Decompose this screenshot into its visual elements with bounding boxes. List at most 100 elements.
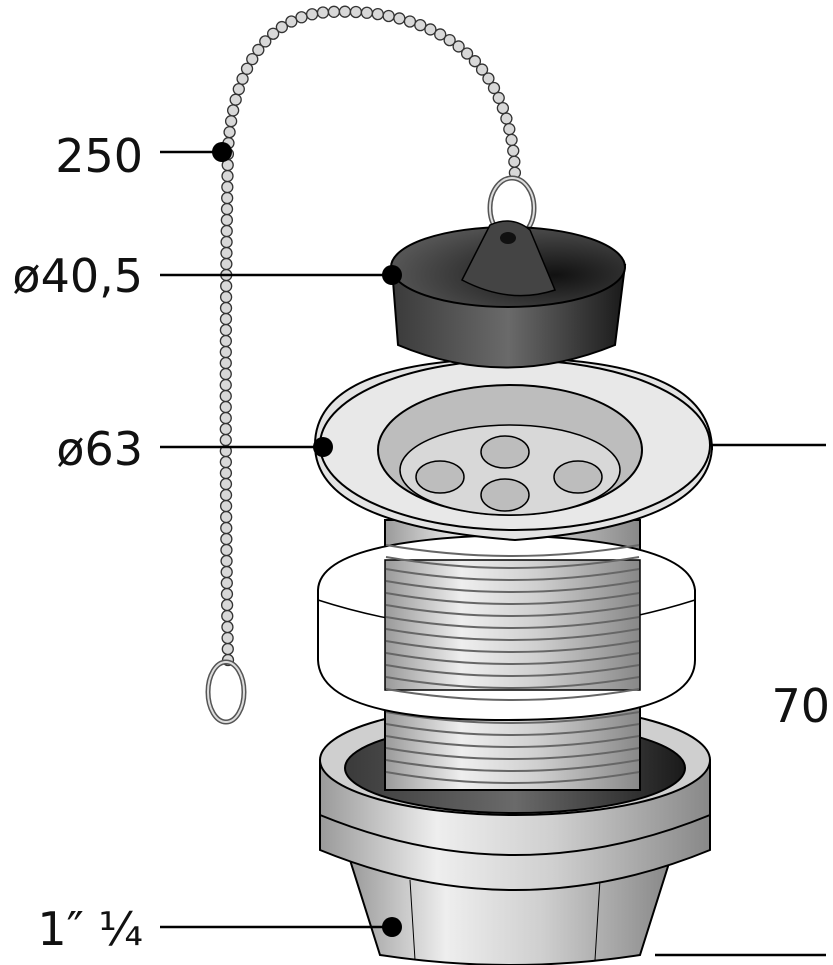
- chain-bead: [500, 112, 513, 125]
- leader-250: [160, 142, 232, 162]
- chain-bead: [338, 5, 352, 18]
- chain-bead: [316, 6, 330, 19]
- chain-bead: [220, 257, 233, 271]
- thread-line: [385, 688, 640, 701]
- chain-bead: [475, 63, 489, 76]
- chain-bead: [305, 8, 319, 21]
- leader-thread: [160, 917, 402, 937]
- thread-line: [385, 771, 640, 784]
- thread-line: [385, 759, 640, 772]
- chain-end-ring: [205, 659, 247, 725]
- chain-bead: [219, 345, 232, 359]
- chain-bead: [221, 191, 234, 205]
- chain-bead: [443, 33, 456, 47]
- chain-bead: [219, 477, 233, 491]
- label-stopper-diameter: ø40,5: [12, 249, 143, 303]
- chain-bead: [219, 433, 232, 447]
- thread-line: [385, 580, 640, 593]
- chain-bead: [414, 18, 427, 32]
- chain-bead: [220, 279, 233, 293]
- chain-bead: [252, 43, 265, 57]
- chain-bead: [221, 180, 234, 194]
- chain-bead: [424, 23, 437, 36]
- chain-bead: [220, 202, 234, 216]
- chain-bead: [221, 642, 234, 656]
- chain-bead: [460, 47, 474, 60]
- chain-bead: [220, 565, 233, 579]
- chain-bead: [219, 301, 233, 315]
- leader-flange: [160, 437, 333, 457]
- chain-bead: [220, 543, 233, 557]
- chain-bead: [219, 499, 233, 513]
- thread-line: [385, 604, 640, 617]
- chain-bead: [223, 125, 236, 139]
- chain-bead: [382, 9, 395, 23]
- chain-bead: [327, 5, 341, 18]
- thread-line: [385, 747, 640, 760]
- chain-bead: [246, 52, 259, 66]
- label-chain-length: 250: [55, 129, 143, 183]
- chain-bead: [452, 40, 465, 53]
- chain-bead: [295, 11, 308, 24]
- chain-bead: [259, 35, 272, 48]
- chain-bead: [229, 93, 242, 106]
- chain-bead: [220, 532, 233, 546]
- chain-bead: [492, 91, 505, 105]
- flange: [313, 356, 713, 542]
- thread-line: [385, 544, 640, 557]
- chain-bead: [220, 576, 233, 590]
- chain-bead: [219, 466, 233, 480]
- chain-bead: [393, 12, 406, 25]
- chain-bead: [220, 246, 233, 260]
- thread-line: [385, 616, 640, 629]
- chain-bead: [220, 510, 233, 524]
- chain-bead: [403, 15, 417, 28]
- chain-bead: [240, 62, 254, 75]
- chain-bead: [285, 15, 298, 28]
- chain-bead: [219, 455, 233, 469]
- thread-line: [385, 652, 640, 665]
- chain-bead: [371, 7, 384, 21]
- chain-bead: [226, 104, 240, 117]
- thread-line: [385, 664, 640, 677]
- chain-bead: [219, 323, 233, 337]
- chain-bead: [220, 521, 233, 535]
- chain-bead: [507, 144, 520, 157]
- thread-line: [385, 711, 640, 724]
- chain-bead: [220, 598, 234, 612]
- chain-bead: [219, 488, 233, 502]
- chain-bead: [219, 411, 232, 425]
- label-height: 70: [771, 679, 830, 733]
- chain-bead: [349, 5, 363, 19]
- chain-bead: [221, 631, 234, 645]
- chain-bead: [482, 72, 495, 85]
- chain-bead: [487, 81, 501, 95]
- chain-bead: [224, 115, 238, 128]
- chain-bead: [220, 554, 233, 568]
- chain-bead: [275, 20, 289, 34]
- thread-line: [385, 676, 640, 689]
- chain-bead: [219, 367, 232, 381]
- chain-bead: [219, 389, 232, 403]
- thread-line: [385, 723, 640, 736]
- thread-line: [385, 556, 640, 569]
- drain-holes: [415, 435, 603, 512]
- chain-bead: [219, 422, 232, 436]
- chain-bead: [360, 6, 374, 19]
- chain-bead: [220, 213, 234, 227]
- chain-bead: [232, 83, 245, 96]
- chain-bead: [221, 169, 234, 183]
- chain-bead: [219, 290, 233, 304]
- plug-stopper: [390, 220, 627, 369]
- thread-line: [385, 628, 640, 641]
- chain-bead: [219, 334, 233, 348]
- chain-bead: [266, 27, 280, 40]
- chain-bead: [220, 235, 233, 249]
- thread-line: [385, 735, 640, 748]
- chain-bead: [219, 378, 232, 392]
- chain-bead: [221, 609, 234, 623]
- bead-chain: [219, 5, 522, 667]
- label-thread-size: 1″ ¼: [37, 902, 143, 956]
- thread-line: [385, 640, 640, 653]
